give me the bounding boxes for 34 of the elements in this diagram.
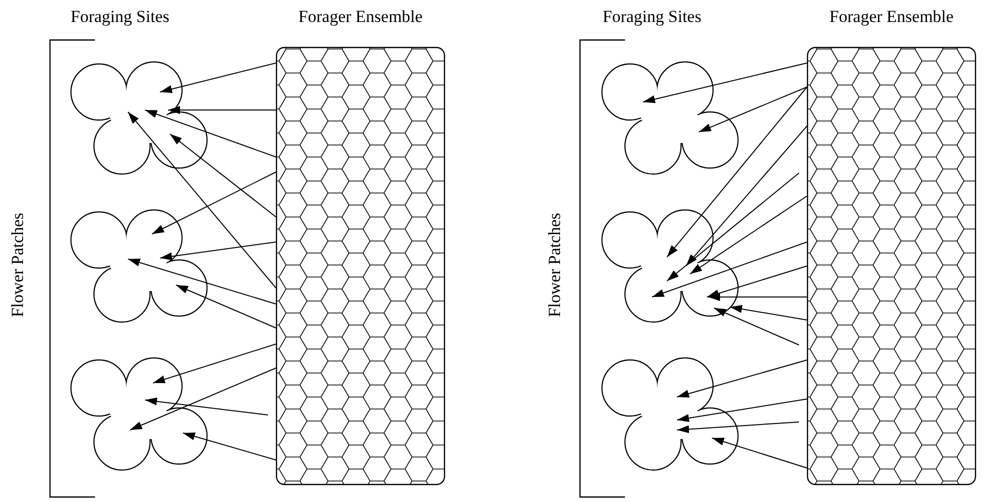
arrow: [652, 242, 808, 298]
arrow: [144, 110, 276, 158]
group-label: Flower Patches: [545, 212, 565, 318]
arrow: [714, 308, 800, 346]
hive-title: Forager Ensemble: [829, 7, 954, 27]
column-heading: Foraging Sites: [70, 7, 170, 27]
arrow: [152, 344, 276, 384]
arrow: [706, 266, 808, 298]
group-label: Flower Patches: [8, 212, 28, 318]
arrow: [176, 284, 276, 328]
arrow: [168, 106, 276, 114]
arrow: [676, 422, 800, 434]
arrow: [676, 398, 808, 422]
arrow: [712, 438, 808, 468]
arrow: [128, 112, 276, 288]
arrow: [698, 86, 808, 132]
arrow: [690, 196, 808, 274]
arrow: [642, 62, 808, 104]
arrow: [182, 432, 276, 460]
arrow: [676, 360, 808, 398]
arrow: [160, 62, 276, 93]
arrow: [666, 86, 808, 258]
hive-title: Forager Ensemble: [298, 7, 423, 27]
arrow: [144, 397, 268, 416]
arrow: [708, 293, 808, 301]
arrow: [170, 134, 276, 218]
arrow: [666, 172, 800, 282]
arrow: [130, 368, 276, 430]
arrow: [686, 126, 808, 266]
column-heading: Foraging Sites: [602, 7, 702, 27]
arrow: [160, 242, 276, 260]
arrow: [730, 305, 808, 320]
arrow: [152, 172, 276, 234]
arrow: [128, 258, 276, 304]
